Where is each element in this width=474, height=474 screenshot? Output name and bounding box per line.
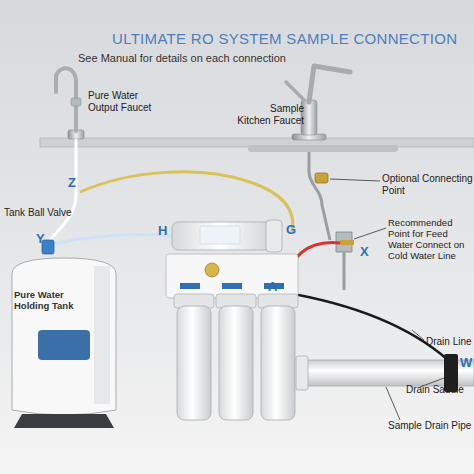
tank-shade [94,266,110,404]
part-label: Tank Ball Valve [4,207,72,219]
callout-letter: A [268,280,277,295]
bracket-logo [222,283,242,289]
leader-line [330,179,380,181]
tank-sticker [38,330,90,360]
optional-fitting [315,173,328,183]
pipe-coupling [296,356,308,390]
supply-hose [309,152,330,240]
tank-tube [52,234,172,244]
callout-letter: H [158,224,167,239]
part-label: Drain Line [426,336,472,348]
part-label: Optional Connecting Point [382,173,474,196]
bracket-logo [180,283,200,289]
callout-letter: G [286,223,296,238]
holding-tank: Pure Water Holding Tank [8,252,120,430]
tank-outline [8,252,120,430]
leader-line [386,387,400,420]
membrane-sticker [200,226,240,244]
cold-water-line [343,252,346,290]
faucet-handle [71,98,81,106]
drain-tube [282,292,448,360]
callout-letter: Y [36,232,45,247]
tank-stand [14,414,114,428]
part-label: Sample Drain Pipe [388,420,471,432]
callout-letter: Z [68,176,76,191]
leader-line [354,228,386,239]
part-label: Sample Kitchen Faucet [236,103,304,126]
part-label: Recommended Point for Feed Water Connect… [388,218,472,262]
filter-canister [177,306,211,420]
feed-adapter [340,240,354,245]
filter-canister [219,306,253,420]
tank-label: Pure Water Holding Tank [14,290,76,312]
tank-body [12,258,116,415]
membrane-cap [266,220,282,252]
product-tube [50,139,76,240]
sink-rim [248,145,398,152]
mounting-bracket [166,254,298,298]
diagram-title: ULTIMATE RO SYSTEM SAMPLE CONNECTION [112,30,457,47]
leader-line [412,330,424,340]
subtitle-note: See Manual for details on each connectio… [78,52,286,65]
callout-letter: W [460,356,472,371]
filter-canister [261,306,295,420]
part-label: Drain Saddle [406,384,464,396]
kitchen-faucet-lever [286,82,304,100]
part-label: Pure Water Output Faucet [88,90,168,113]
kitchen-faucet-spout [309,66,350,102]
callout-letter: X [360,245,369,260]
membrane-housing [172,222,280,250]
bracket-seal [205,263,219,277]
